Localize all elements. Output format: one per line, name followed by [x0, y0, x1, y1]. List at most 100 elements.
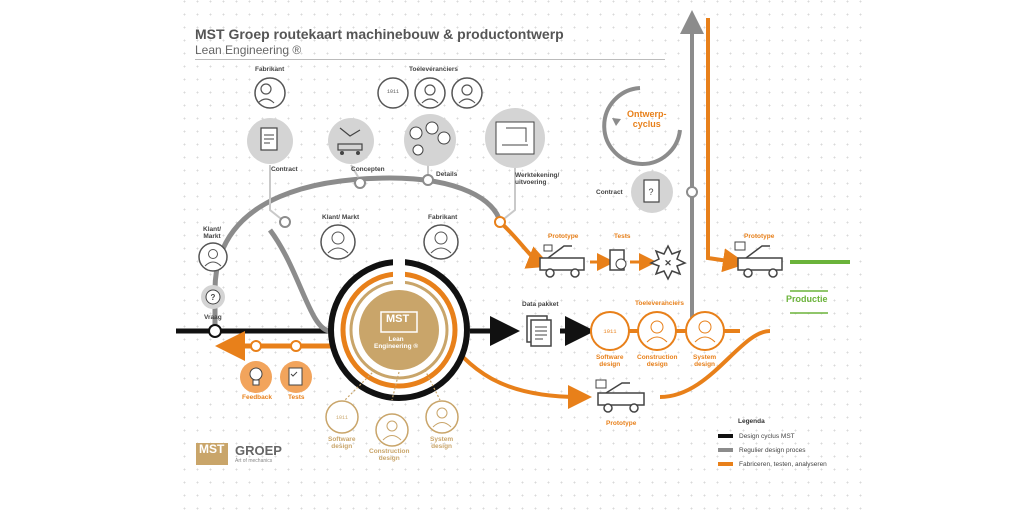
- label-system-design-gold: System design: [430, 436, 454, 450]
- logo-mark-text: MST: [199, 442, 225, 456]
- arch-return: [267, 228, 331, 334]
- construction-design-icon: [637, 311, 677, 351]
- label-data-pakket: Data pakket: [522, 301, 559, 308]
- label-prototype-2: Prototype: [744, 233, 775, 240]
- legend-label: Regulier design proces: [739, 446, 806, 454]
- contract-right-node: [686, 186, 698, 198]
- concepten-icon: [328, 118, 374, 164]
- label-prototype-1: Prototype: [548, 233, 579, 240]
- label-construction-design-gold: Construction design: [369, 448, 410, 462]
- prototype-1-icon: [539, 244, 585, 278]
- fabrikant-top-icon: [254, 77, 286, 109]
- label-ontwerpcyclus: Ontwerp- cyclus: [627, 109, 667, 129]
- margin-left: [0, 0, 176, 512]
- label-contract-right: Contract: [596, 189, 623, 196]
- label-werktekening: Werktekening/ uitvoering: [515, 172, 560, 186]
- supplier-top-2-icon: [414, 77, 446, 109]
- svg-text:✕: ✕: [664, 258, 672, 268]
- arch-node-3: [422, 174, 434, 186]
- label-feedback: Feedback: [242, 394, 272, 401]
- center-logo-text: MST: [386, 313, 410, 325]
- tests-left-icon: [280, 361, 312, 393]
- software-design-icon: 1011: [590, 311, 630, 351]
- label-vraag: Vraag: [204, 314, 222, 321]
- page-subtitle: Lean Engineering ®: [195, 43, 302, 57]
- svg-text:?: ?: [211, 293, 216, 302]
- legend-item-design-cycle: Design cyclus MST: [718, 432, 795, 440]
- prototype-2-icon: [734, 241, 783, 278]
- software-design-gold-icon: 1011: [325, 400, 359, 434]
- prototype-bottom-icon: [595, 379, 645, 413]
- legend-title: Legenda: [738, 418, 765, 425]
- label-tests-left: Tests: [288, 394, 305, 401]
- svg-text:1011: 1011: [603, 328, 617, 335]
- svg-text:1011: 1011: [336, 415, 348, 421]
- label-tests-1: Tests: [614, 233, 631, 240]
- legend-swatch: [718, 462, 733, 466]
- center-logo-box: [380, 311, 418, 333]
- tests-icon: [609, 249, 627, 271]
- vraag-icon: ?: [201, 285, 225, 309]
- logo-name: GROEP: [235, 443, 282, 458]
- contract-right-icon: ?: [631, 171, 673, 213]
- label-software-design: Software design: [596, 354, 624, 368]
- label-productie: Productie: [786, 294, 828, 304]
- system-design-gold-icon: [425, 400, 459, 434]
- logo-tagline: Art of mechanics: [235, 458, 273, 464]
- label-concepten: Concepten: [351, 166, 385, 173]
- regular-design-arch: [212, 175, 503, 331]
- orange-to-prototype: [498, 220, 552, 269]
- label-construction-design: Construction design: [637, 354, 678, 368]
- mst-logo-mark: [196, 443, 228, 465]
- label-klant-markt-left: Klant/ Markt: [203, 226, 222, 240]
- arch-node-4: [494, 216, 506, 228]
- fabrikant-mid-icon: [423, 224, 459, 260]
- fail-burst-icon: ✕: [649, 244, 687, 281]
- label-prototype-bottom: Prototype: [606, 420, 637, 427]
- label-toeleveranciers-bottom: Toeleveranciers: [635, 300, 685, 307]
- data-pakket-icon: [526, 315, 552, 347]
- arch-node-1: [279, 216, 291, 228]
- details-icon: [404, 114, 456, 166]
- legend-item-regular: Regulier design proces: [718, 446, 805, 454]
- legend-swatch: [718, 448, 733, 452]
- supplier-top-1-icon: 1011: [377, 77, 409, 109]
- legend-item-fabrication: Fabriceren, testen, analyseren: [718, 460, 827, 468]
- tests-left-node: [290, 340, 302, 352]
- label-fabrikant-mid: Fabrikant: [428, 214, 458, 221]
- connector-werktekening: [499, 168, 516, 223]
- klant-markt-left-icon: [198, 242, 228, 272]
- center-title: Lean Engineering ®: [374, 336, 419, 350]
- svg-text:?: ?: [648, 187, 653, 197]
- margin-right: [866, 0, 1024, 512]
- legend-label: Fabriceren, testen, analyseren: [739, 460, 827, 468]
- design-cycle-loop: [602, 86, 682, 166]
- werktekening-icon: [485, 108, 545, 168]
- system-design-icon: [685, 311, 725, 351]
- vraag-node: [208, 324, 222, 338]
- page-title: MST Groep routekaart machinebouw & produ…: [195, 26, 564, 42]
- supplier-top-3-icon: [451, 77, 483, 109]
- klant-markt-mid-icon: [320, 224, 356, 260]
- label-toeleveranciers-top: Toeleveranciers: [409, 66, 459, 73]
- feedback-icon: [240, 361, 272, 393]
- title-divider: [195, 59, 665, 60]
- center-core: [359, 290, 439, 370]
- legend-swatch: [718, 434, 733, 438]
- connector-contract: [269, 165, 286, 223]
- legend-label: Design cyclus MST: [739, 432, 795, 440]
- label-contract: Contract: [271, 166, 298, 173]
- svg-text:1011: 1011: [387, 89, 399, 95]
- label-klant-markt-mid: Klant/ Markt: [322, 214, 360, 221]
- construction-design-gold-icon: [375, 413, 409, 447]
- label-software-design-gold: Software design: [328, 436, 356, 450]
- label-fabrikant-top: Fabrikant: [255, 66, 285, 73]
- orange-to-production: [659, 329, 771, 399]
- arch-node-2: [354, 177, 366, 189]
- orange-vertical-down: [706, 18, 747, 273]
- contract-icon: [247, 118, 293, 164]
- label-system-design: System design: [693, 354, 717, 368]
- label-details: Details: [436, 171, 458, 178]
- feedback-node: [250, 340, 262, 352]
